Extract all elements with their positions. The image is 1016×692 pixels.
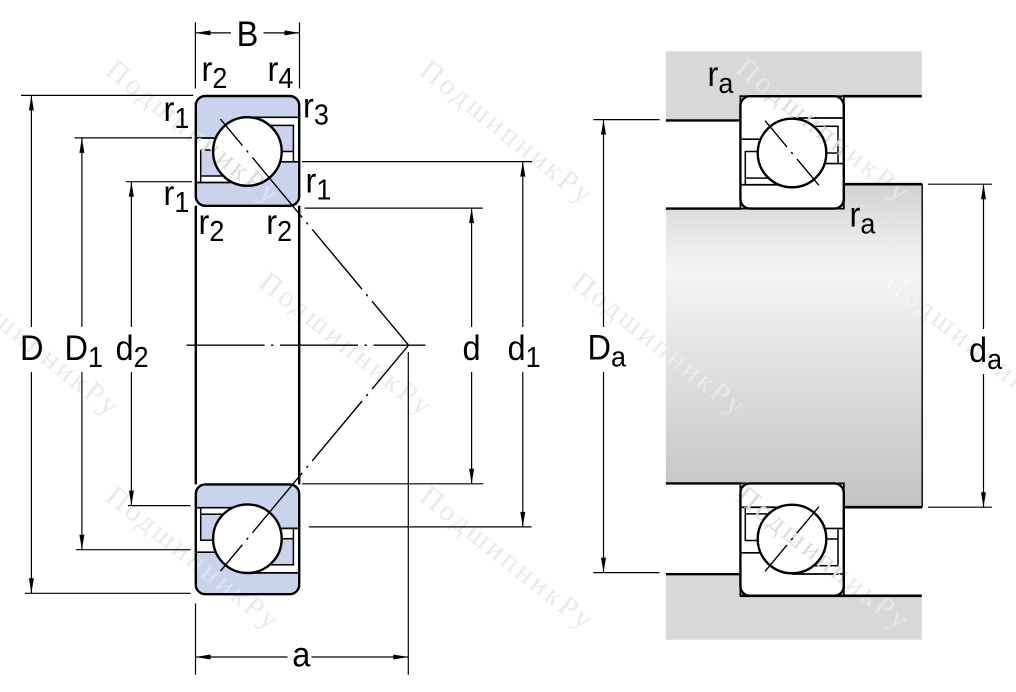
svg-text:r1: r1 — [306, 161, 332, 205]
svg-text:Da: Da — [588, 328, 627, 372]
svg-text:a: a — [292, 635, 310, 674]
svg-text:D: D — [20, 329, 44, 368]
svg-text:d2: d2 — [116, 329, 149, 373]
svg-text:r2: r2 — [199, 203, 225, 247]
svg-text:B: B — [237, 15, 259, 54]
svg-text:d: d — [463, 329, 481, 368]
